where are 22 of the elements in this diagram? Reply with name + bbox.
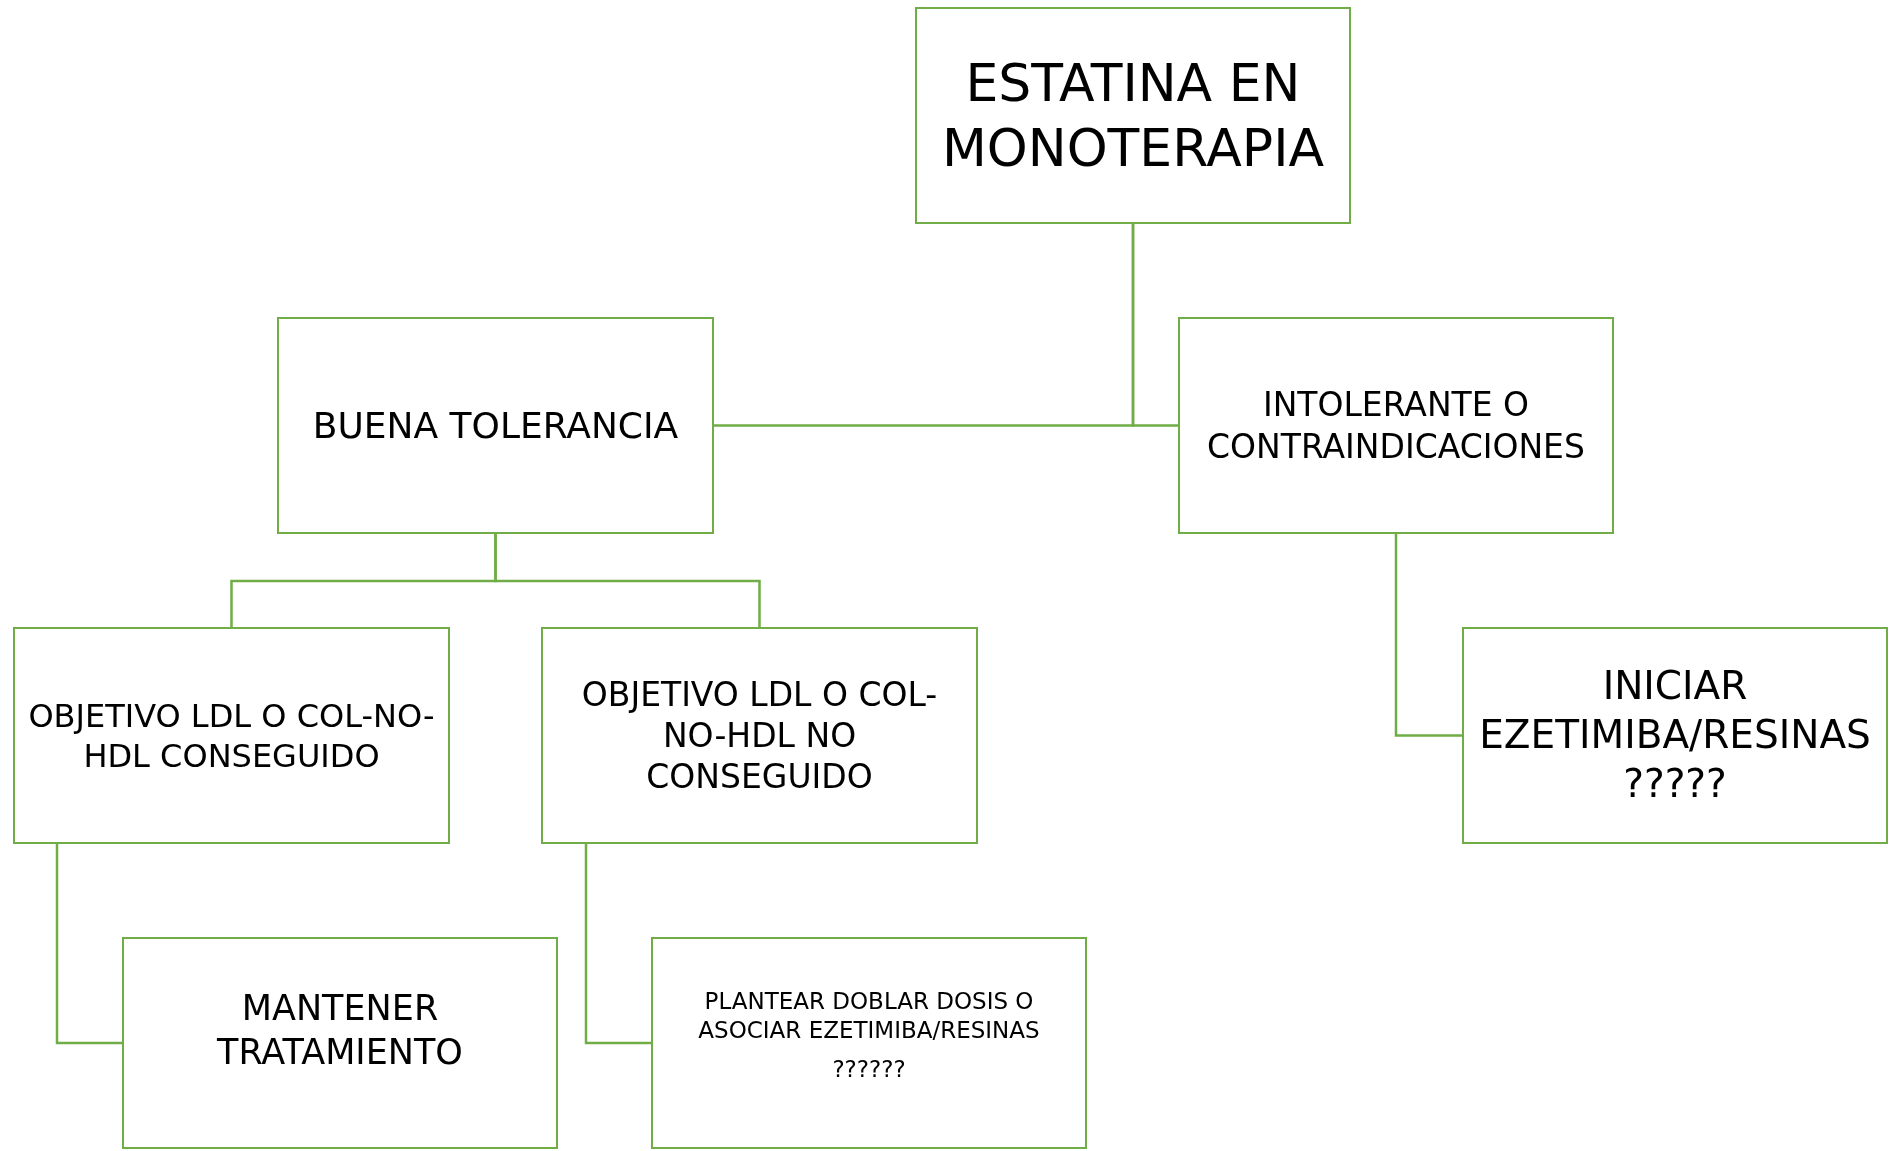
process-box (13, 627, 450, 844)
connector-line (494, 534, 761, 627)
box-text: INICIAR EZETIMIBA/RESINAS ????? (1478, 662, 1872, 808)
box-text: OBJETIVO LDL O COL-NO-HDL NO CONSEGUIDO (580, 673, 939, 798)
process-box (915, 7, 1351, 224)
box-text: INTOLERANTE O CONTRAINDICACIONES (1206, 384, 1586, 467)
process-box (541, 627, 978, 844)
process-box (122, 937, 558, 1149)
connector-line (584, 844, 651, 1045)
connector-line (1394, 534, 1462, 737)
process-box (651, 937, 1087, 1149)
box-text: PLANTEAR DOBLAR DOSIS O ASOCIAR EZETIMIBA/RESINAS (697, 987, 1041, 1045)
process-box (277, 317, 714, 534)
box-text: ?????? (832, 1054, 906, 1084)
box-text: BUENA TOLERANCIA (312, 404, 679, 448)
connector-line (1131, 224, 1178, 427)
connector-line (55, 844, 122, 1045)
process-box (1462, 627, 1888, 844)
box-text: MANTENER TRATAMIENTO (216, 987, 464, 1074)
box-text: ESTATINA EN MONOTERAPIA (940, 51, 1326, 180)
box-text: OBJETIVO LDL O COL-NO-HDL CONSEGUIDO (27, 695, 436, 776)
process-box (1178, 317, 1614, 534)
